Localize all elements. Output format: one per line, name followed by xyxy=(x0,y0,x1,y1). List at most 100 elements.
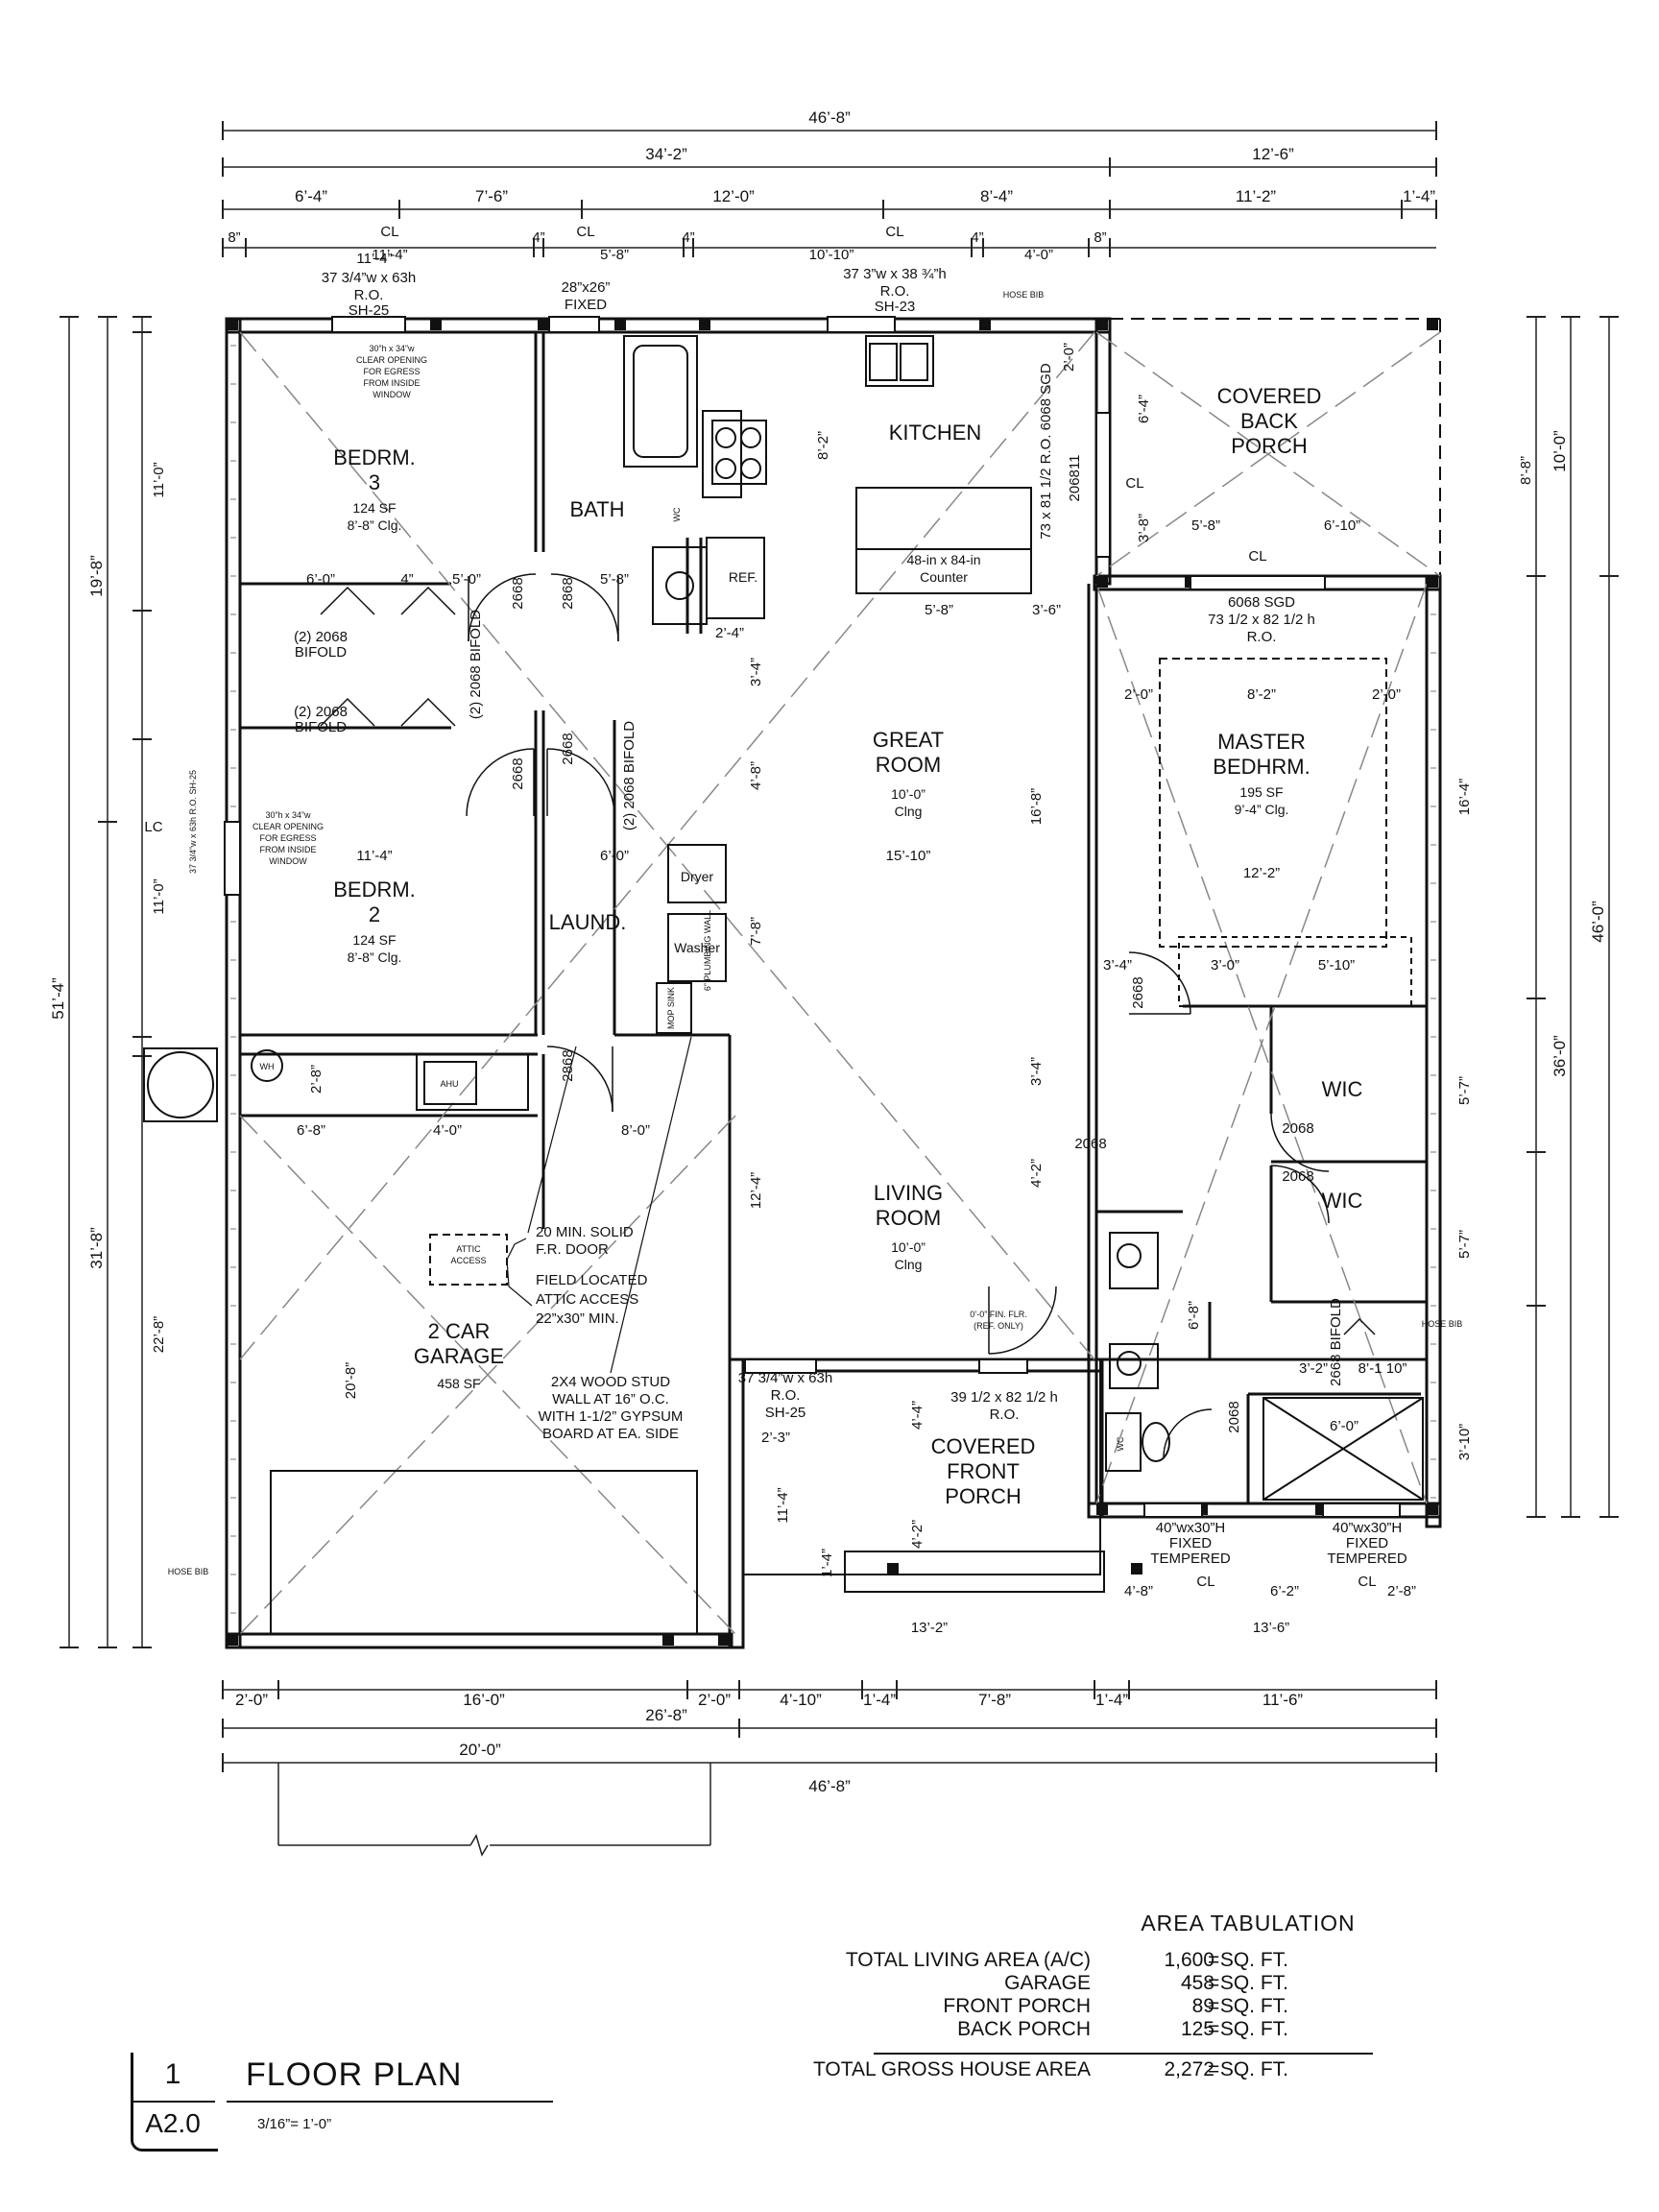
front-door-ro: R.O. xyxy=(990,1407,1020,1423)
tempered-left-size: 40”wx30”H xyxy=(1156,1520,1226,1536)
bifold-master-label: 2668 BIFOLD xyxy=(1328,1298,1344,1386)
title-block: 1 A2.0 FLOOR PLAN 3/16”= 1’-0” xyxy=(131,2053,572,2152)
area-tabulation: AREA TABULATION TOTAL LIVING AREA (A/C) … xyxy=(813,1911,1373,2083)
area-equals: = xyxy=(1208,1995,1220,2017)
dim-15-10: 15’-10” xyxy=(886,848,931,864)
dim-5-7-a: 5’-7” xyxy=(1456,1076,1473,1105)
dim-4-2: 4’-2” xyxy=(1028,1159,1045,1188)
master-name: MASTER xyxy=(1217,730,1306,754)
interior-dimension-text: 6’-0” 4” 5’-0” 5’-8” 2’-4” 5’-8” 3’-6” 8… xyxy=(151,251,1534,1636)
wall-note-3: WITH 1-1/2” GYPSUM xyxy=(539,1408,684,1425)
dim-top-detail-7: 4” xyxy=(971,229,983,246)
drawing-title: FLOOR PLAN xyxy=(246,2056,463,2093)
cl-marker-7: CL xyxy=(1358,1574,1376,1590)
area-equals: = xyxy=(1208,1949,1220,1971)
door-2668-c: 2668 xyxy=(560,733,576,764)
attic-label-2: ACCESS xyxy=(450,1256,486,1265)
bifold-mid-size: (2) 2068 xyxy=(294,704,348,720)
dim-4-0: 4’-0” xyxy=(433,1122,462,1139)
column-marks xyxy=(227,319,1438,1646)
dim-top-detail-5: 4” xyxy=(682,229,694,246)
dim-5-8: 5’-8” xyxy=(600,571,629,588)
master-ceiling: 9’-4” Clg. xyxy=(1235,802,1289,817)
area-row-front-porch: FRONT PORCH = 89 SQ. FT. xyxy=(874,1995,1373,2018)
room-labels: BEDRM. 3 124 SF 8’-8” Clg. BEDRM. 2 124 … xyxy=(333,384,1362,1508)
dim-2-3: 2’-3” xyxy=(761,1430,790,1446)
bed2-egress-5: WINDOW xyxy=(269,856,307,866)
dim-left-lower: 31’-8” xyxy=(87,1227,106,1269)
dim-bottom-seg-2: 16’-0” xyxy=(463,1691,505,1709)
master-wc-label: WC xyxy=(1116,1436,1125,1451)
ahu-unit xyxy=(416,1053,529,1111)
wh-label: WH xyxy=(260,1062,275,1071)
garage-name: 2 CAR xyxy=(428,1319,491,1343)
bed3-egress-1: 30”h x 34”w xyxy=(369,344,415,353)
bed3-window-ro: R.O. xyxy=(354,287,384,303)
dim-top-seg-5: 11’-2” xyxy=(1236,187,1277,205)
master-sgd-ro: R.O. xyxy=(1247,629,1277,645)
dim-right-lower: 36’-0” xyxy=(1551,1035,1569,1077)
kitchen-island xyxy=(855,487,1032,594)
dim-6-10-porch: 6’-10” xyxy=(1324,517,1360,534)
attic-note-1: FIELD LOCATED xyxy=(536,1272,648,1288)
bed2-egress-4: FROM INSIDE xyxy=(259,845,316,854)
dim-6-0: 6’-0” xyxy=(306,571,335,588)
cl-marker-1: CL xyxy=(380,224,398,240)
wall-note-1: 2X4 WOOD STUD xyxy=(551,1374,670,1390)
tempered-left-label: TEMPERED xyxy=(1150,1551,1231,1567)
attic-note-3: 22”x30” MIN. xyxy=(536,1310,619,1327)
area-label: GARAGE xyxy=(1004,1972,1091,1994)
front-window-size: 37 3/4”w x 63h xyxy=(738,1370,832,1386)
living-room-ceiling: 10’-0” xyxy=(891,1239,926,1255)
area-value: 1,600 SQ. FT. xyxy=(1164,1949,1288,1971)
dim-top-detail-8: 4’-0” xyxy=(1024,247,1053,263)
great-room-ceiling-2: Clng xyxy=(895,804,923,819)
cl-marker-6: CL xyxy=(1196,1574,1214,1590)
kitchen-sgd-label: 73 x 81 1/2 R.O. 6068 SGD xyxy=(1038,363,1054,540)
area-row-total: TOTAL GROSS HOUSE AREA = 2,272 SQ. FT. xyxy=(813,2058,1373,2081)
dim-bottom-seg-1: 2’-0” xyxy=(235,1691,268,1709)
dim-8-0: 8’-0” xyxy=(621,1122,650,1139)
overall-dimension-text: 46’-8” 34’-2” 12’-6” 26’-8” 20’-0” 46’-8… xyxy=(49,108,1607,1795)
area-value: 89 SQ. FT. xyxy=(1191,1995,1288,2017)
kitchen-door-label: 206811 xyxy=(1067,455,1083,502)
master-wc xyxy=(1105,1412,1142,1472)
bifold-laund-label: (2) 2068 BIFOLD xyxy=(621,721,637,830)
bed2-egress-1: 30”h x 34”w xyxy=(265,810,311,820)
kitchen-name: KITCHEN xyxy=(889,421,982,445)
dim-22-8: 22’-8” xyxy=(151,1316,167,1353)
dim-11-0-a: 11’-0” xyxy=(151,462,167,497)
master-sgd-type: 6068 SGD xyxy=(1228,594,1295,611)
dim-7-8: 7’-8” xyxy=(748,917,764,946)
vault-diagonals xyxy=(239,331,1441,1635)
detail-number: 1 xyxy=(164,2058,181,2090)
title-underline xyxy=(227,2101,553,2103)
area-equals: = xyxy=(1208,2018,1220,2040)
dim-6-0-shower: 6’-0” xyxy=(1330,1418,1358,1434)
front-window-ro: R.O. xyxy=(771,1387,801,1404)
detail-divider xyxy=(131,2101,215,2103)
interior-walls xyxy=(240,332,1427,1503)
dim-6-2: 6’-2” xyxy=(1270,1583,1299,1599)
master-area: 195 SF xyxy=(1239,784,1283,800)
dim-13-6: 13’-6” xyxy=(1253,1620,1289,1636)
door-2668-d: 2668 xyxy=(1130,976,1146,1008)
dim-2-0: 2’-0” xyxy=(1124,686,1153,703)
dim-8-2-master: 8’-2” xyxy=(1247,686,1276,703)
dim-top-seg-1: 6’-4” xyxy=(295,187,327,205)
dryer xyxy=(667,844,727,903)
dim-3-2: 3’-2” xyxy=(1299,1360,1328,1377)
area-heading: AREA TABULATION xyxy=(1141,1911,1356,1936)
front-porch-name-2: FRONT xyxy=(947,1459,1020,1483)
area-total-value: 2,272 SQ. FT. xyxy=(1164,2058,1288,2080)
dim-bottom-seg-4: 4’-10” xyxy=(780,1691,822,1709)
tempered-right-size: 40”wx30”H xyxy=(1333,1520,1403,1536)
great-room-name: GREAT xyxy=(873,728,944,752)
water-heater xyxy=(251,1049,283,1082)
dim-16-4: 16’-4” xyxy=(1456,779,1473,815)
dim-12-4: 12’-4” xyxy=(748,1172,764,1209)
door-2668-a: 2668 xyxy=(510,577,526,609)
dim-2-4: 2’-4” xyxy=(715,625,744,641)
dim-left-total: 51’-4” xyxy=(49,977,67,1020)
area-label: BACK PORCH xyxy=(957,2018,1091,2040)
